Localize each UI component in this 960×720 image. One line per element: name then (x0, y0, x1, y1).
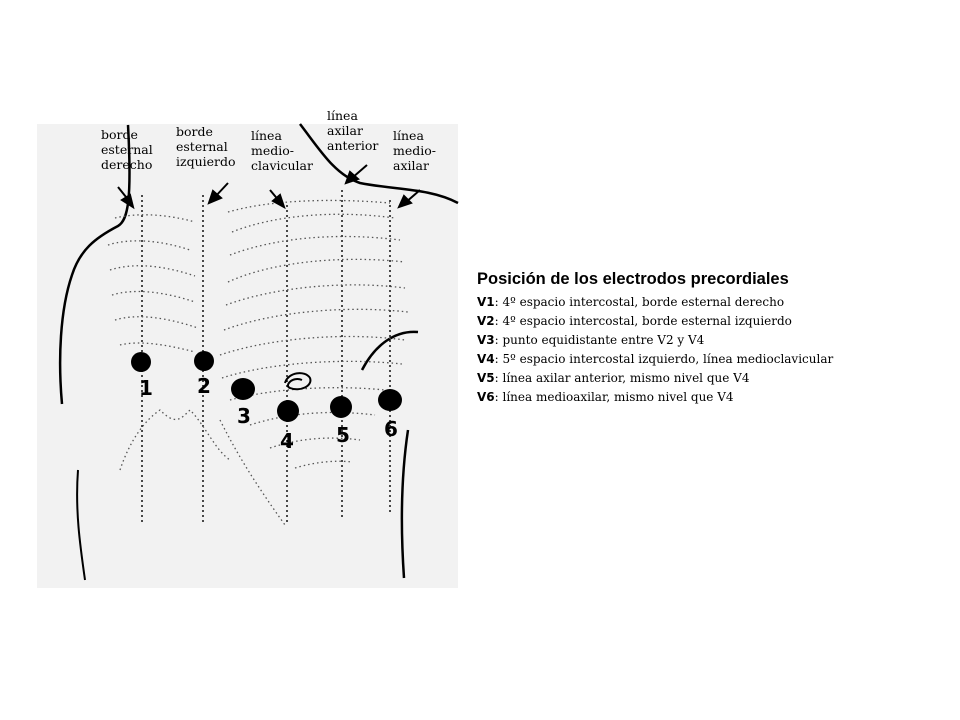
diagram-background (37, 124, 458, 588)
electrode-v2 (194, 351, 214, 371)
legend-code: V5 (477, 371, 495, 385)
electrode-v5 (330, 396, 352, 418)
legend-item-v6: V6: línea medioaxilar, mismo nivel que V… (477, 388, 947, 407)
legend-text: : 5º espacio intercostal izquierdo, líne… (494, 352, 834, 366)
electrodes (131, 351, 402, 422)
electrode-number-6: 6 (384, 417, 398, 441)
legend-code: V4 (477, 352, 495, 366)
electrode-v6 (378, 389, 402, 411)
legend-text: : línea medioaxilar, mismo nivel que V4 (494, 390, 734, 404)
electrode-number-2: 2 (197, 374, 211, 398)
shoulder-outline-right (299, 123, 459, 205)
legend-code: V3 (477, 333, 495, 347)
apex-marker (284, 372, 312, 391)
electrode-number-1: 1 (139, 376, 153, 400)
label-linea-medioaxilar: línea medio- axilar (393, 128, 436, 173)
electrode-number-5: 5 (336, 423, 350, 447)
label-linea-medioclavicular: línea medio- clavicular (251, 128, 313, 173)
legend-item-v5: V5: línea axilar anterior, mismo nivel q… (477, 369, 947, 388)
electrode-v1 (131, 352, 151, 372)
legend-title: Posición de los electrodos precordiales (477, 270, 789, 288)
electrode-number-3: 3 (237, 404, 251, 428)
legend-text: : 4º espacio intercostal, borde esternal… (494, 295, 785, 309)
legend-item-v3: V3: punto equidistante entre V2 y V4 (477, 331, 947, 350)
torso-outline-right (400, 429, 410, 579)
legend-code: V6 (477, 390, 495, 404)
electrode-number-4: 4 (280, 429, 294, 453)
legend-text: : línea axilar anterior, mismo nivel que… (494, 371, 750, 385)
legend-item-v4: V4: 5º espacio intercostal izquierdo, lí… (477, 350, 947, 369)
label-arrows (117, 164, 421, 210)
reference-lines (141, 190, 391, 525)
legend-item-v1: V1: 4º espacio intercostal, borde estern… (477, 293, 947, 312)
rib-lines (107, 199, 409, 526)
legend: Posición de los electrodos precordiales … (477, 270, 947, 407)
electrode-v4 (277, 400, 299, 422)
label-linea-axilar-anterior: línea axilar anterior (327, 108, 379, 153)
legend-text: : 4º espacio intercostal, borde esternal… (494, 314, 792, 328)
label-borde-esternal-izquierdo: borde esternal izquierdo (176, 124, 236, 169)
legend-text: : punto equidistante entre V2 y V4 (494, 333, 705, 347)
electrode-v3 (231, 378, 255, 400)
legend-item-v2: V2: 4º espacio intercostal, borde estern… (477, 312, 947, 331)
legend-code: V1 (477, 295, 495, 309)
arm-outline-right (360, 330, 419, 371)
torso-outline-left-lower (76, 469, 86, 581)
label-borde-esternal-derecho: borde esternal derecho (101, 127, 153, 172)
legend-code: V2 (477, 314, 495, 328)
